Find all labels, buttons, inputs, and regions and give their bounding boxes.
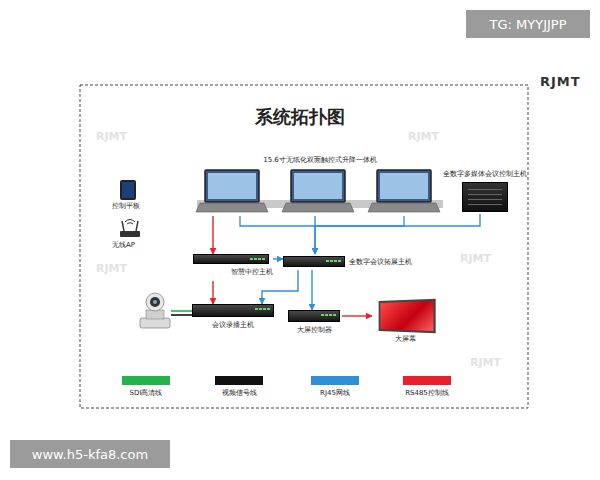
legend-swatch [403,376,451,385]
cable-connector [315,214,480,254]
led [262,258,265,260]
badge-text: TG: MYYJJPP [490,17,567,32]
laptop [196,170,268,212]
legend-swatch [215,376,263,385]
vent [468,199,502,200]
dashed-frame [80,85,528,408]
led [263,308,266,310]
screen-device [379,299,436,334]
diagram-title: 系统拓扑图 [255,105,345,129]
device-node: 大屏控制器 [286,310,342,340]
led [258,258,261,260]
rack-device [192,304,274,317]
device-node: 控制平板 [112,180,160,212]
legend-swatch [122,376,170,385]
badge-text: www.h5-kfa8.com [32,447,148,462]
legend-text: 视频信号线 [222,388,257,398]
corner-badge: TG: MYYJJPP [466,10,590,38]
video-wire [171,314,192,316]
led [333,314,336,316]
device-node: 无线AP [112,218,160,252]
camera [140,293,170,328]
node-label: 无线AP [112,241,160,249]
device-node: 全数字会议拓展主机 [283,254,414,270]
legend-text: SDI高清线 [130,388,163,398]
rack-device [193,254,269,264]
corner-badge: www.h5-kfa8.com [10,440,170,468]
node-label: 大屏控制器 [286,326,342,334]
vent [468,194,502,195]
device-node: 智慧中控主机 [193,254,273,281]
watermark: RJMT [96,262,127,275]
led [259,308,262,310]
cable-connector [212,281,213,304]
led [254,258,257,260]
led [325,314,328,316]
tablet-device [120,180,136,200]
node-label: 全数字会议拓展主机 [283,258,414,266]
watermark: RJMT [460,252,491,265]
watermark: RJMT [408,130,439,143]
laptop-row [196,170,443,212]
vent [468,204,502,205]
rack-device [283,256,345,267]
brand-logo: RJMT [540,74,581,89]
ap-device [118,218,142,238]
led [267,308,270,310]
node-label: 会议录播主机 [190,321,276,329]
node-label: 15.6寸无纸化双面触控式升降一体机 [193,156,447,164]
legend-swatch [311,376,359,385]
cable-connector [273,258,283,259]
led [250,258,253,260]
laptop [368,170,440,212]
sdi-wire [171,310,192,312]
node-label: 控制平板 [112,202,160,210]
led [330,260,333,262]
cable-connector [212,216,213,254]
led [255,308,258,310]
legend-text: RJ45网线 [320,388,350,398]
node-label: 全数字多媒体会议控制主机 [440,170,530,178]
node-label: 智慧中控主机 [193,268,273,276]
device-node: 大屏幕 [372,300,438,346]
cable-connector [342,315,372,316]
server-device [462,182,508,212]
led [338,260,341,262]
device-node: 会议录播主机 [190,304,276,334]
led [321,314,324,316]
device-node: 15.6寸无纸化双面触控式升降一体机 [193,154,447,216]
cable-connector [311,270,312,310]
led [334,260,337,262]
led [329,314,332,316]
node-label: 大屏幕 [372,335,438,343]
watermark: RJMT [96,130,127,143]
legend-text: RS485控制线 [405,388,449,398]
laptop [282,170,354,212]
device-node: 全数字多媒体会议控制主机 [440,170,530,214]
watermark: RJMT [470,356,501,369]
vent [468,189,502,190]
network-bus [240,216,404,226]
led [326,260,329,262]
rack-device [288,310,340,322]
